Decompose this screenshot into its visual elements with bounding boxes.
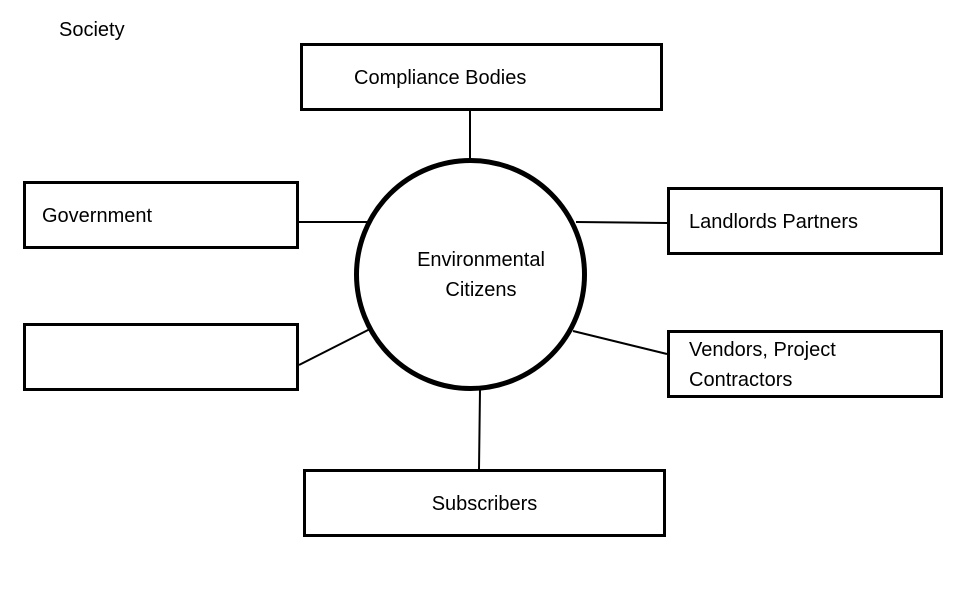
center-circle	[354, 158, 587, 391]
center-label: Environmental Citizens	[417, 249, 545, 301]
node-landlords-partners: Landlords Partners	[667, 187, 943, 255]
connector-landlords	[575, 221, 668, 224]
node-label: Compliance Bodies	[354, 67, 527, 89]
connector-empty	[298, 328, 371, 366]
connector-vendors	[572, 330, 668, 355]
connector-subscribers	[478, 389, 481, 470]
node-label: Subscribers	[431, 493, 538, 515]
node-vendors-contractors: Vendors, Project Contractors	[667, 330, 943, 398]
node-label: Vendors, Project Contractors	[689, 339, 836, 391]
node-empty	[23, 323, 299, 391]
node-compliance-bodies: Compliance Bodies	[300, 43, 663, 111]
node-label: Landlords Partners	[689, 211, 858, 233]
node-subscribers: Subscribers	[303, 469, 666, 537]
corner-label: Society	[59, 19, 125, 41]
node-government: Government	[23, 181, 299, 249]
node-label: Government	[42, 205, 153, 227]
